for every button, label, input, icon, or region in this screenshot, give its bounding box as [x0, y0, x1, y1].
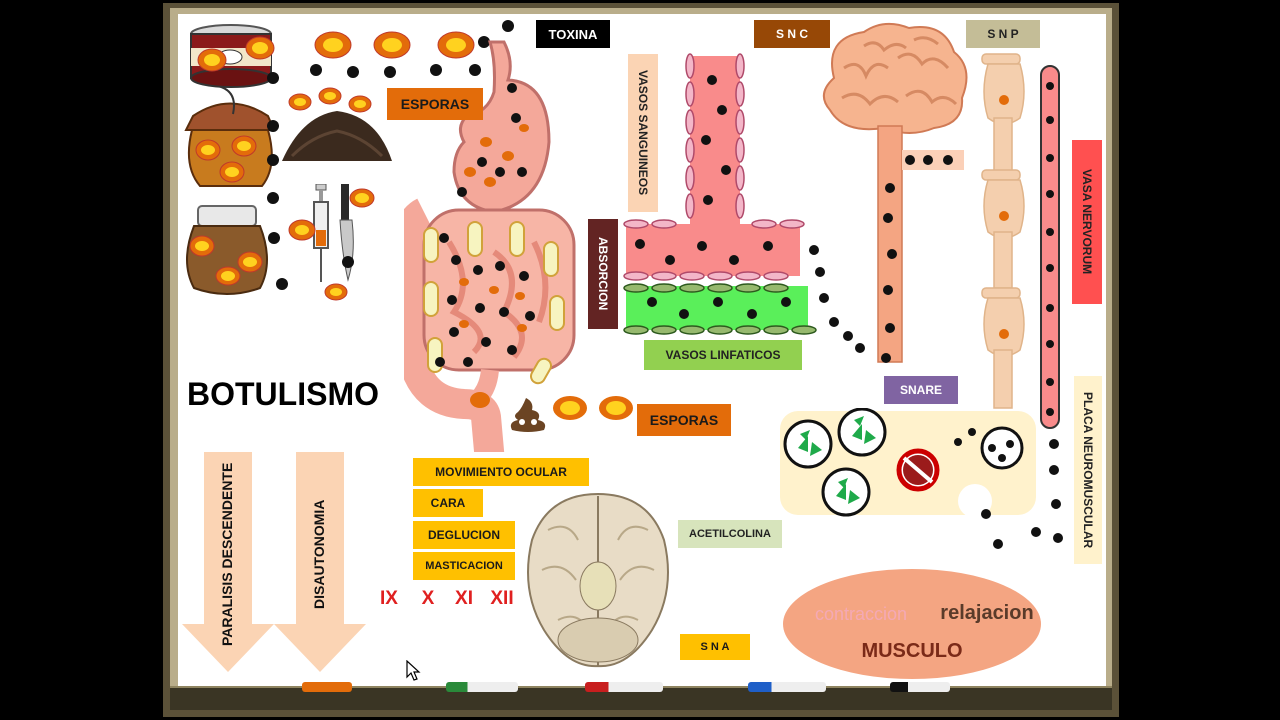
peripheral-nerve-icon [981, 53, 1025, 409]
marker-tray [170, 688, 1112, 710]
muscle-name: MUSCULO [861, 639, 963, 662]
label-snare: SNARE [884, 376, 958, 404]
vasa-nervorum-vessel [1040, 65, 1060, 429]
green-marker[interactable] [446, 682, 518, 692]
label-absorcion: ABSORCION [588, 219, 618, 329]
symptom-deglucion: DEGLUCION [413, 521, 515, 549]
cranial-nerve-ix: IX [380, 588, 398, 609]
blood-vessel-diagram [623, 53, 817, 335]
arrow-paralisis-descendente [182, 452, 274, 672]
cranial-nerve-xi: XI [455, 588, 473, 609]
muscle-ellipse [783, 569, 1041, 679]
brain-bottom-icon [527, 492, 669, 668]
label-paralisis-descendente: PARALISIS DESCENDENTE [219, 462, 235, 646]
label-snp: S N P [966, 20, 1040, 48]
label-esporas-bottom: ESPORAS [637, 404, 731, 436]
orange-marker[interactable] [302, 682, 352, 692]
syringe-icon [313, 184, 329, 282]
soil-icon [282, 111, 392, 161]
label-toxina: TOXINA [536, 20, 610, 48]
label-vasos-sanguineos: VASOS SANGUINEOS [628, 54, 658, 212]
red-marker[interactable] [585, 682, 663, 692]
symptom-cara: CARA [413, 489, 483, 517]
black-marker[interactable] [890, 682, 950, 692]
cranial-nerve-xii: XII [490, 588, 514, 609]
symptom-masticacion: MASTICACION [413, 552, 515, 580]
label-placa-neuromuscular: PLACA NEUROMUSCULAR [1074, 376, 1102, 564]
muscle-relaxation-text: relajacion [940, 601, 1034, 624]
whiteboard: contraccion relajacion MUSCULO TOXINA S … [178, 14, 1106, 692]
synaptic-vesicles [783, 408, 1024, 517]
label-esporas-top: ESPORAS [387, 88, 483, 120]
label-snc: S N C [754, 20, 830, 48]
label-vasos-linfaticos: VASOS LINFATICOS [644, 340, 802, 370]
symptom-movimiento-ocular: MOVIMIENTO OCULAR [413, 458, 589, 486]
spores-bottom [553, 396, 633, 420]
nmj-exit-dots [981, 439, 1063, 549]
mouse-cursor-icon [406, 660, 421, 681]
label-sna: S N A [680, 634, 750, 660]
muscle-contraction-text: contraccion [814, 603, 908, 624]
spores-top [189, 20, 514, 301]
stomach-intestine-icon [404, 40, 576, 452]
page-title: BOTULISMO [187, 375, 379, 412]
label-disautonomia: DISAUTONOMIA [311, 499, 327, 609]
label-acetilcolina: ACETILCOLINA [678, 520, 782, 548]
cranial-nerve-x: X [421, 588, 435, 609]
brain-top-icon [823, 22, 968, 363]
poop-icon [510, 398, 546, 432]
arrow-disautonomia [274, 452, 366, 672]
label-vasa-nervorum: VASA NERVORUM [1072, 140, 1102, 304]
toxin-path-dots [809, 245, 865, 353]
blue-marker[interactable] [748, 682, 826, 692]
